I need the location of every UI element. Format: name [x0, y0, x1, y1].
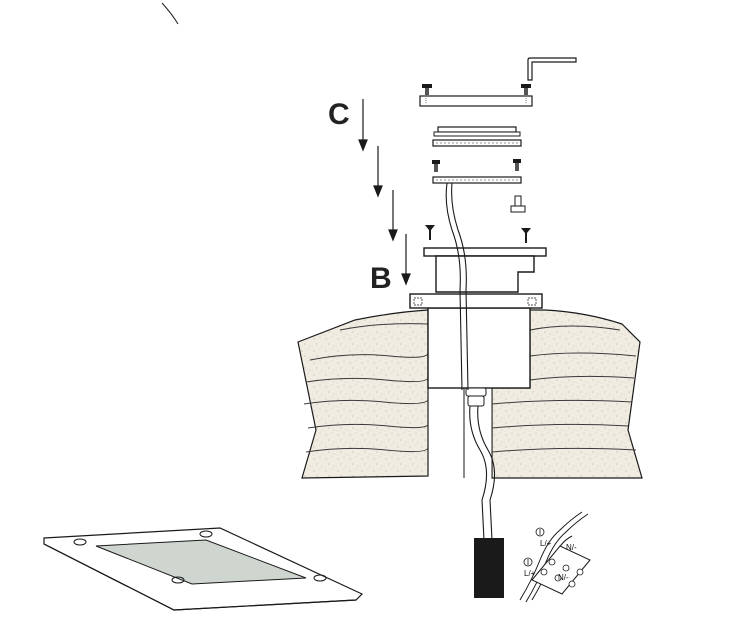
- housing-screw-left: [425, 225, 435, 240]
- installation-arrows: [358, 99, 411, 286]
- board-screw-right: [513, 159, 521, 171]
- cable-gland: [465, 387, 487, 407]
- allen-key-icon: [527, 57, 577, 81]
- supply-cable: [445, 182, 496, 541]
- earth-icon: [523, 557, 533, 567]
- paving-stone-left: [297, 309, 429, 479]
- terminal-neutral-top: N/-: [566, 543, 577, 552]
- installation-sleeve: [409, 293, 543, 389]
- cover-screw-left: [422, 84, 432, 95]
- plate-hole: [199, 530, 213, 538]
- gasket: [432, 139, 522, 147]
- plate-hole: [313, 574, 327, 582]
- plate-hole: [171, 576, 185, 584]
- step-label-c: C: [328, 98, 350, 131]
- housing-screw-right: [521, 228, 531, 243]
- terminal-live-bottom: L/+: [524, 569, 536, 578]
- terminal-neutral-bottom: N/-: [558, 573, 569, 582]
- small-bolt: [510, 195, 526, 213]
- earth-icon: [535, 527, 545, 537]
- cable-sleeve: [474, 538, 504, 598]
- fixture-housing: [423, 247, 547, 293]
- step-label-b: B: [370, 262, 392, 295]
- stray-arc: [161, 2, 179, 25]
- plate-hole: [73, 538, 87, 546]
- terminal-block: L/+ N/- L/+ N/-: [519, 511, 591, 603]
- glass-lens: [433, 126, 521, 137]
- board-screw-left: [432, 160, 440, 172]
- cover-screw-right: [521, 84, 531, 95]
- cover-plate: [43, 527, 364, 611]
- top-cover-frame: [419, 95, 533, 107]
- terminal-live-top: L/+: [540, 539, 552, 548]
- led-board: [432, 176, 522, 184]
